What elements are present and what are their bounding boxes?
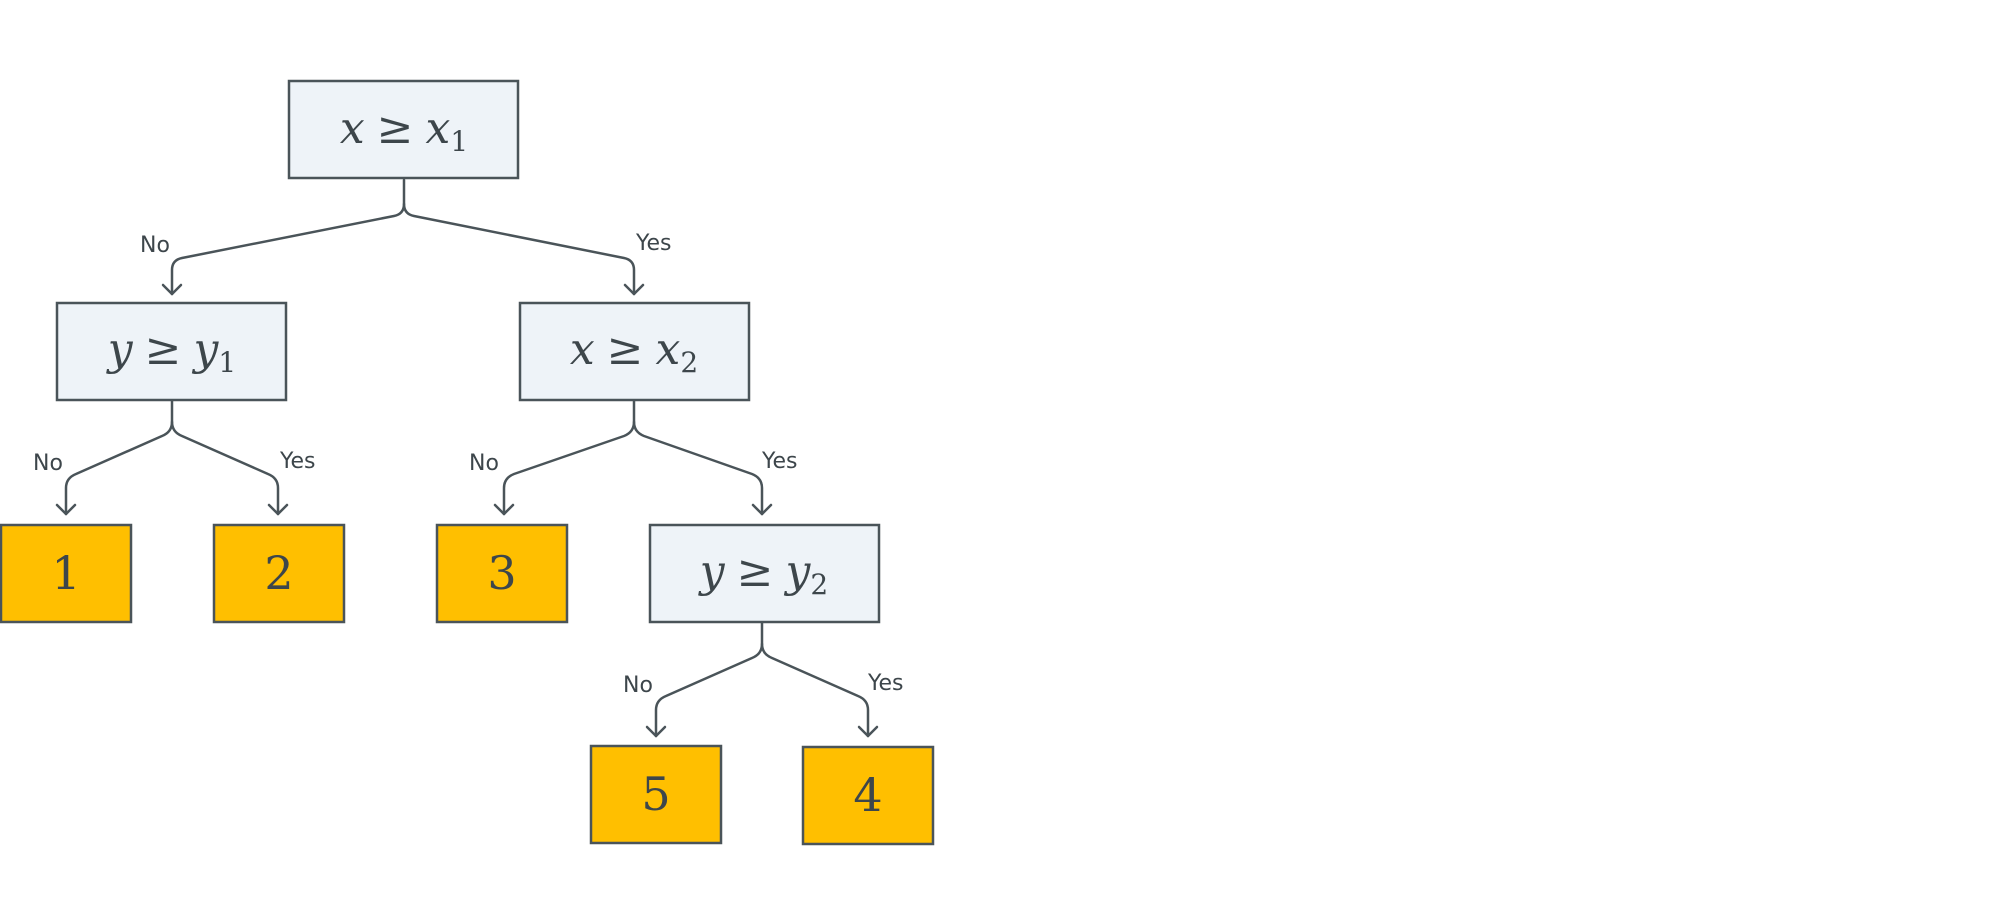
decision-node-left: y≥y1 [55,301,288,402]
edge-label-right-yes: Yes [761,449,798,474]
edge-root-no [170,178,406,296]
leaf-label-4: 4 [853,768,882,822]
edge-deep-yes [760,642,870,738]
arrowhead-deep [751,503,773,516]
edge-label-root-yes: Yes [635,231,672,256]
edge-left-no [64,398,174,516]
arrowhead-leaf-5 [645,725,667,738]
condition-root: x≥x1 [340,103,468,158]
edge-deep-no [654,620,764,738]
edge-label-right-no: No [469,451,499,476]
decision-node-root: x≥x1 [287,79,520,180]
edge-right-yes [632,420,764,516]
edge-label-root-no: No [140,233,170,258]
leaf-node-3: 3 [435,523,569,624]
edge-label-deep-yes: Yes [867,671,904,696]
condition-left: y≥y1 [106,324,236,379]
leaf-node-2: 2 [212,523,346,624]
condition-deep: y≥y2 [698,546,828,601]
arrowhead-leaf-1 [55,503,77,516]
edge-label-left-yes: Yes [279,449,316,474]
decision-node-right: x≥x2 [518,301,751,402]
leaf-label-3: 3 [487,546,516,600]
arrowhead-leaf-3 [493,503,515,516]
arrowhead-leaf-2 [267,503,289,516]
leaf-label-2: 2 [264,546,293,600]
condition-right: x≥x2 [570,324,698,379]
edge-label-left-no: No [33,451,63,476]
edge-left-yes [170,420,280,516]
decision-node-deep: y≥y2 [648,523,881,624]
leaf-node-5: 5 [589,744,723,845]
leaf-label-5: 5 [641,767,670,821]
edge-label-deep-no: No [623,673,653,698]
leaf-node-1: 1 [0,523,133,624]
edge-right-no [502,398,636,516]
arrowhead-left [161,283,183,296]
arrowhead-right [623,283,645,296]
leaf-node-4: 4 [801,745,935,846]
arrowhead-leaf-4 [857,725,879,738]
edge-root-yes [402,202,636,296]
leaf-label-1: 1 [51,546,80,600]
